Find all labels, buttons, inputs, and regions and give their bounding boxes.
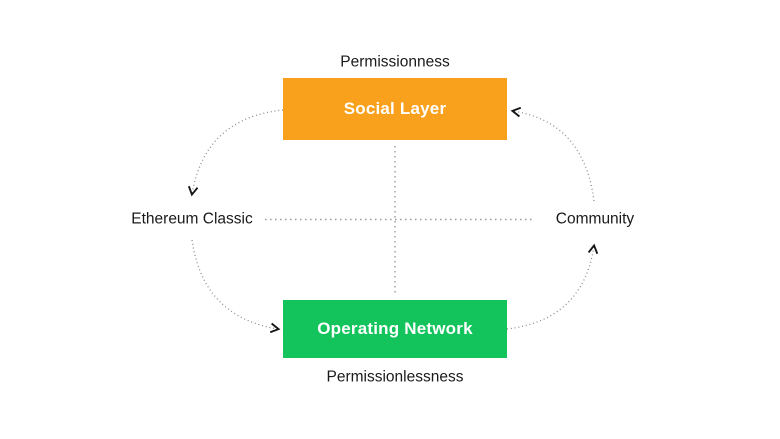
arrow-network-to-community [506,243,599,330]
node-social-layer: Social Layer [283,78,507,140]
axis-label-community: Community [555,210,635,228]
arrow-social-to-etc [187,109,284,197]
axis-label-permissionlessness: Permissionlessness [326,368,464,386]
arrow-etc-to-network [191,239,281,334]
node-social-layer-label: Social Layer [343,99,447,118]
node-operating-network: Operating Network [283,300,507,358]
node-operating-network-label: Operating Network [317,319,473,338]
axis-label-permissionness: Permissionness [340,53,450,71]
axis-label-ethereum-classic: Ethereum Classic [131,210,253,228]
arrow-community-to-social [510,106,595,202]
